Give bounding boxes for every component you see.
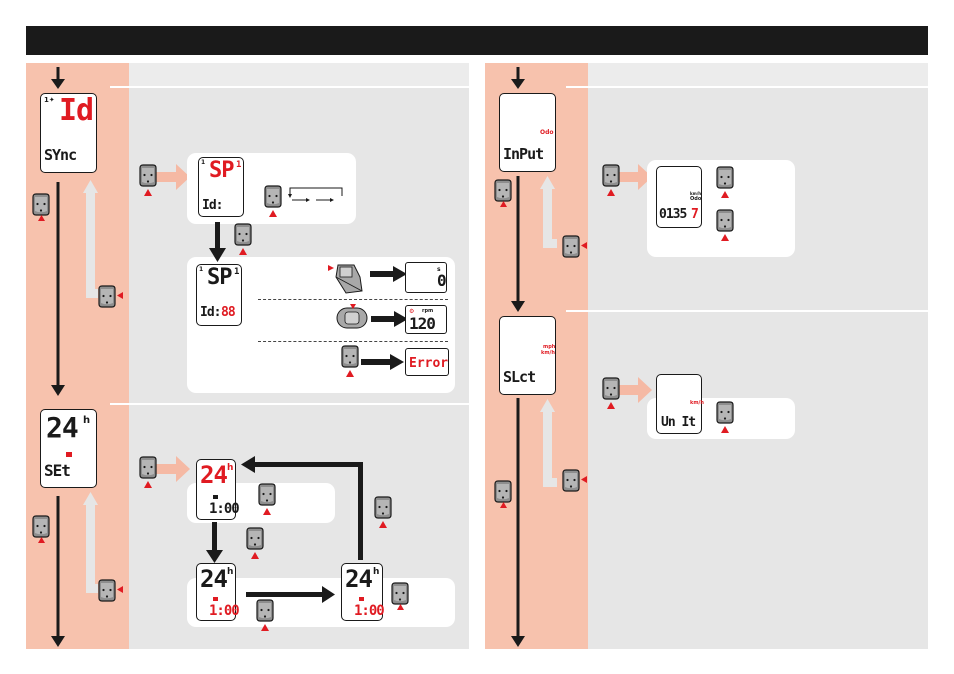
lcd-badge: km/h <box>541 351 555 356</box>
computer-button-icon <box>492 179 514 207</box>
computer-button-icon <box>714 401 736 433</box>
computer-button-icon <box>714 209 736 241</box>
lcd-odo-active-digit: 7 <box>691 208 698 221</box>
lcd-bottom-text: Un It <box>661 416 695 429</box>
lcd-bottom-text: SLct <box>503 370 535 385</box>
lcd-bottom-text: InPut <box>503 147 543 162</box>
computer-button-icon <box>492 480 514 508</box>
lcd-unit-value: km/h Un It <box>656 374 702 434</box>
lcd-odo-digits: 0135 <box>659 208 686 221</box>
lcd-badge: Odo <box>540 130 554 136</box>
computer-button-icon <box>560 235 588 261</box>
lcd-odo-value: km/h Odo 0135 7 <box>656 166 702 228</box>
computer-button-icon <box>600 377 622 409</box>
computer-button-icon <box>714 166 736 198</box>
lcd-unit-select: mph km/h SLct <box>499 316 556 395</box>
lcd-badge: Odo <box>690 197 701 202</box>
lcd-badge: km/h <box>690 401 704 406</box>
computer-button-icon <box>560 469 588 495</box>
lcd-odo-input: Odo InPut <box>499 93 556 172</box>
computer-button-icon <box>600 164 622 196</box>
